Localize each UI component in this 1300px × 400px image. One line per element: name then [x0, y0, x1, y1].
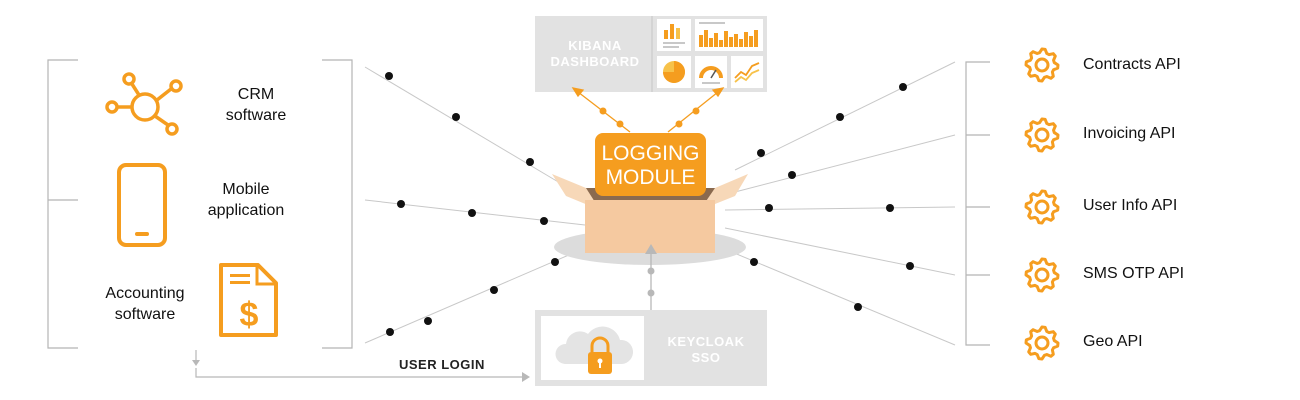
dot: [551, 258, 559, 266]
api-label-contracts: Contracts API: [1083, 56, 1181, 73]
dashboard-arrows: [571, 87, 725, 133]
dot: [899, 83, 907, 91]
dot: [788, 171, 796, 179]
bracket-left: [47, 59, 78, 349]
dot: [468, 209, 476, 217]
dashboard-side-divider: [651, 16, 653, 92]
sso-arrow-head: [645, 244, 657, 254]
right-connectors: [714, 61, 956, 346]
api-bracket-line: [965, 61, 990, 346]
connector-accounting: [364, 247, 586, 344]
dot: [540, 217, 548, 225]
network-hub-icon: [105, 72, 183, 136]
dot: [906, 262, 914, 270]
arrow-dot: [692, 107, 700, 115]
dot: [385, 72, 393, 80]
gauge-icon: [695, 56, 727, 88]
mobile-label: Mobile application: [186, 179, 306, 221]
bracket-right: [322, 59, 353, 349]
sso-arrow: [645, 244, 657, 310]
crm-label-line1: CRM: [237, 86, 275, 103]
right-dots: [750, 83, 914, 311]
apis-bracket: [965, 61, 990, 346]
dot: [490, 286, 498, 294]
histogram-icon: [695, 19, 763, 51]
mobile-label-line1: Mobile: [222, 181, 270, 198]
crm-label: CRM software: [196, 84, 316, 126]
accounting-label-line1: Accounting: [105, 285, 185, 302]
dot: [452, 113, 460, 121]
box-front: [585, 200, 715, 253]
clients-bracket: [47, 59, 353, 349]
dot: [424, 317, 432, 325]
login-arrow-head: [522, 372, 530, 382]
connector-contracts: [734, 61, 956, 171]
api-label-smsotp: SMS OTP API: [1083, 265, 1185, 282]
sso-arrow-dot: [647, 289, 655, 297]
gear-icon: [1024, 325, 1060, 361]
dot: [526, 158, 534, 166]
dot: [886, 204, 894, 212]
dashboard-title-line2: DASHBOARD: [550, 54, 640, 69]
gear-icon: [1024, 117, 1060, 153]
module-card: [595, 133, 706, 196]
smartphone-icon: [117, 163, 167, 247]
module-title: LOGGING MODULE: [595, 142, 706, 190]
arrow-dot: [599, 107, 607, 115]
left-dots: [385, 72, 559, 336]
sso-title-line1: KEYCLOAK: [667, 334, 745, 349]
login-stub-head: [192, 360, 200, 366]
kibana-dashboard-panel: [535, 16, 767, 92]
dot: [836, 113, 844, 121]
crm-label-line2: software: [225, 107, 287, 124]
arrow-left-head: [571, 87, 585, 98]
user-login-label: USER LOGIN: [399, 357, 485, 372]
connector-smsotp: [724, 227, 956, 276]
dollar-document-icon: $: [219, 263, 278, 337]
dot: [750, 258, 758, 266]
connector-invoicing: [734, 134, 956, 193]
api-label-invoicing: Invoicing API: [1083, 125, 1176, 142]
bar-chart-icon: [657, 19, 691, 51]
gear-icon: [1024, 257, 1060, 293]
accounting-label-line2: software: [114, 306, 176, 323]
arrow-right-head: [711, 87, 725, 98]
keycloak-sso-panel: [535, 310, 767, 386]
api-label-geo: Geo API: [1083, 333, 1143, 350]
module-title-line2: MODULE: [605, 166, 696, 189]
dot: [757, 149, 765, 157]
arrow-dot: [616, 120, 624, 128]
api-label-userinfo: User Info API: [1083, 197, 1178, 214]
sso-title: KEYCLOAK SSO: [651, 334, 761, 366]
module-title-line1: LOGGING: [601, 142, 700, 165]
dot: [765, 204, 773, 212]
svg-text:$: $: [240, 296, 259, 334]
logging-module-box: [552, 133, 748, 265]
user-login-arrow: [192, 350, 530, 382]
api-gears: [1024, 47, 1060, 361]
dot: [397, 200, 405, 208]
dashboard-title-line1: KIBANA: [568, 38, 622, 53]
mobile-label-line2: application: [207, 202, 285, 219]
arrow-dot: [675, 120, 683, 128]
sso-title-line2: SSO: [691, 350, 721, 365]
login-path: [195, 368, 522, 378]
accounting-label: Accounting software: [85, 283, 205, 325]
sso-arrow-dot: [647, 267, 655, 275]
dashboard-title: KIBANA DASHBOARD: [547, 38, 643, 70]
dot: [386, 328, 394, 336]
gear-icon: [1024, 47, 1060, 83]
gear-icon: [1024, 189, 1060, 225]
cloud-lock-icon: [555, 326, 634, 374]
connector-userinfo: [724, 206, 956, 211]
pie-chart-icon: [657, 56, 691, 88]
line-chart-icon: [731, 56, 763, 88]
dot: [854, 303, 862, 311]
